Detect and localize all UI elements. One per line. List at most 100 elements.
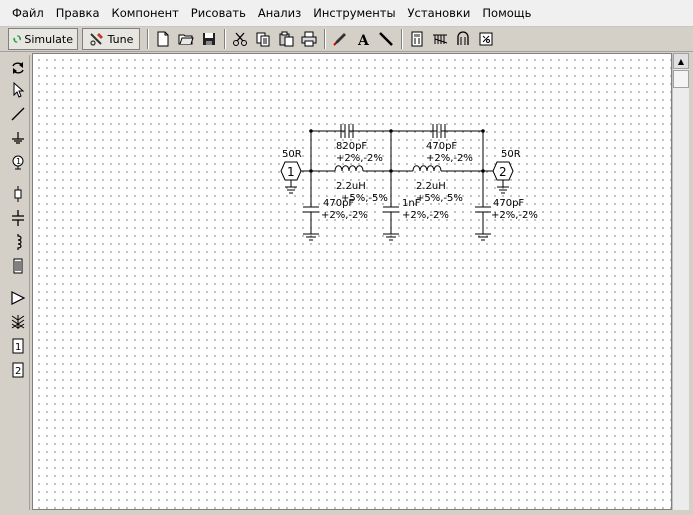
- cut-button[interactable]: [229, 28, 251, 50]
- attenuator-tool-button[interactable]: [452, 28, 474, 50]
- svg-text:1: 1: [16, 157, 21, 166]
- open-file-button[interactable]: [175, 28, 197, 50]
- wire-tool-button[interactable]: [7, 103, 29, 125]
- inductor-2-tolerance: +5%,-5%: [416, 193, 463, 204]
- rotate-icon: [12, 62, 24, 74]
- save-icon: [203, 33, 215, 45]
- tune-button[interactable]: Tune: [82, 28, 140, 50]
- attenuator-icon: [457, 31, 469, 45]
- menu-edit[interactable]: Правка: [55, 6, 100, 20]
- text-icon: A: [357, 33, 370, 47]
- menu-file[interactable]: Файл: [12, 6, 44, 20]
- schematic-canvas[interactable]: 1 2 50R 50R 820pF +2%,-2% 470pF +2%,-2% …: [32, 53, 672, 510]
- calculator-button[interactable]: [406, 28, 428, 50]
- shunt-capacitor-3: [475, 171, 491, 234]
- scroll-up-icon[interactable]: ▲: [673, 53, 689, 69]
- tune-icon: [89, 33, 103, 46]
- resistor-icon: [14, 186, 22, 202]
- shunt-capacitor-3-value: 470pF: [493, 198, 524, 209]
- vertical-scrollbar[interactable]: ▲: [672, 53, 689, 510]
- select-tool-button[interactable]: [7, 79, 29, 101]
- draw-wire-button[interactable]: [329, 28, 351, 50]
- shunt-capacitor-1-value: 470pF: [323, 198, 354, 209]
- menu-tools[interactable]: Инструменты: [313, 6, 396, 20]
- port-2-impedance: 50R: [501, 149, 521, 160]
- line-icon: [379, 32, 393, 46]
- junction-dot: [481, 129, 485, 133]
- menu-help[interactable]: Помощь: [482, 6, 532, 20]
- ground-tool-button[interactable]: [7, 127, 29, 149]
- rotate-button[interactable]: [7, 57, 29, 79]
- amplifier-tool-button[interactable]: [7, 287, 29, 309]
- copy-icon: [256, 32, 270, 47]
- wire-icon: [11, 107, 25, 121]
- port1-tool-button[interactable]: 1: [7, 335, 29, 357]
- port-tool-button[interactable]: 1: [7, 151, 29, 173]
- coil-tool-button[interactable]: [429, 28, 451, 50]
- amplifier-icon: [11, 291, 26, 305]
- capacitor-tool-button[interactable]: [7, 207, 29, 229]
- new-file-icon: [157, 31, 169, 47]
- svg-text:A: A: [357, 33, 370, 47]
- optimizer-icon: [479, 32, 493, 46]
- shunt-capacitor-1: [303, 171, 319, 234]
- menu-bar: Файл Правка Компонент Рисовать Анализ Ин…: [0, 0, 693, 27]
- inductor-tool-button[interactable]: [7, 231, 29, 253]
- junction-dot: [309, 129, 313, 133]
- port-1-ground: [285, 180, 297, 194]
- refresh-icon: [13, 35, 22, 43]
- menu-component[interactable]: Компонент: [111, 6, 179, 20]
- transmission-line-tool-button[interactable]: [7, 255, 29, 277]
- capacitor-icon: [12, 210, 24, 226]
- junction-dot: [309, 169, 313, 173]
- inductor-1-tolerance: +5%,-5%: [341, 193, 388, 204]
- wire-top-verticals: [310, 131, 484, 171]
- paste-icon: [279, 31, 294, 47]
- shunt-capacitor-3-tolerance: +2%,-2%: [491, 210, 538, 221]
- junction-dot: [389, 169, 393, 173]
- scroll-thumb[interactable]: [673, 70, 689, 88]
- port-1-shape: [280, 161, 302, 181]
- inductor-2-value: 2.2uH: [416, 181, 446, 192]
- menu-draw[interactable]: Рисовать: [190, 6, 246, 20]
- resistor-tool-button[interactable]: [7, 183, 29, 205]
- component-toolbar: 1 1 2: [6, 55, 30, 510]
- tune-label: Tune: [107, 32, 134, 46]
- paste-button[interactable]: [275, 28, 297, 50]
- folder-icon: [178, 34, 194, 45]
- print-button[interactable]: [298, 28, 320, 50]
- circuit-diagram: 1 2 50R 50R 820pF +2%,-2% 470pF +2%,-2% …: [280, 124, 538, 241]
- transmission-line-icon: [13, 258, 23, 274]
- junction-dot: [389, 129, 393, 133]
- toolbar-separator: [401, 29, 403, 49]
- port-1-number: 1: [287, 165, 295, 179]
- inductor-icon: [17, 234, 22, 250]
- two-port-icon: 2: [12, 362, 24, 378]
- simulate-label: Simulate: [24, 32, 73, 46]
- text-button[interactable]: A: [352, 28, 374, 50]
- port2-tool-button[interactable]: 2: [7, 359, 29, 381]
- transformer-tool-button[interactable]: [7, 311, 29, 333]
- window-bottom-edge: [0, 510, 693, 515]
- shunt-capacitor-1-tolerance: +2%,-2%: [321, 210, 368, 221]
- copy-button[interactable]: [252, 28, 274, 50]
- svg-text:1: 1: [15, 342, 21, 353]
- series-capacitor-2-value: 470pF: [426, 141, 457, 152]
- save-button[interactable]: [198, 28, 220, 50]
- menu-analysis[interactable]: Анализ: [257, 6, 302, 20]
- shunt-capacitor-2-value: 1nF: [402, 198, 421, 209]
- series-capacitor-1-tolerance: +2%,-2%: [336, 153, 383, 164]
- transformer-icon: [11, 315, 25, 329]
- new-file-button[interactable]: [152, 28, 174, 50]
- optimizer-button[interactable]: [475, 28, 497, 50]
- svg-text:2: 2: [15, 366, 21, 377]
- one-port-icon: 1: [12, 338, 24, 354]
- simulate-button[interactable]: Simulate: [8, 28, 78, 50]
- series-capacitor-1-value: 820pF: [336, 141, 367, 152]
- menu-settings[interactable]: Установки: [407, 6, 471, 20]
- line-button[interactable]: [375, 28, 397, 50]
- coil-icon: [433, 34, 448, 44]
- ground-3: [475, 233, 491, 241]
- pen-icon: [333, 33, 346, 46]
- series-capacitor-2-tolerance: +2%,-2%: [426, 153, 473, 164]
